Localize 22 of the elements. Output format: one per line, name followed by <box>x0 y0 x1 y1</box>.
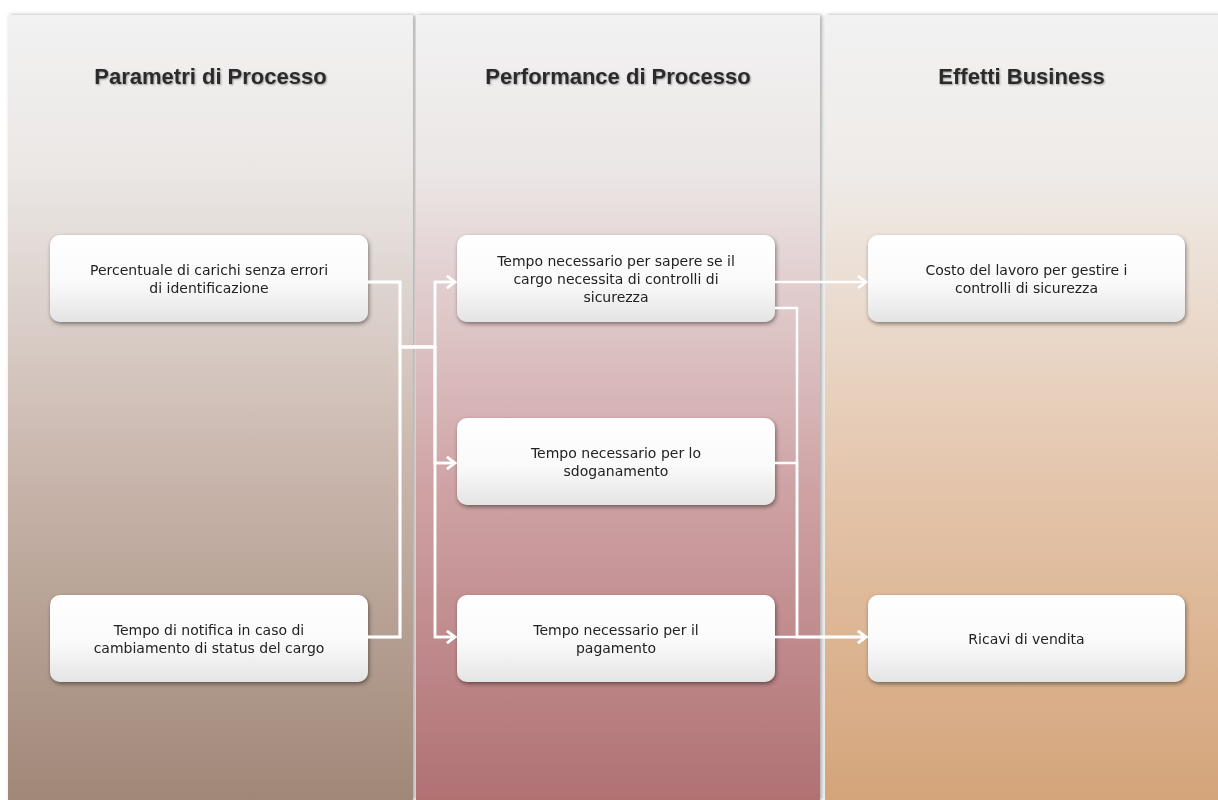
process-box <box>868 235 1185 322</box>
connector-arrow <box>775 274 868 290</box>
process-box <box>457 595 775 682</box>
box-text: Percentuale di carichi senza errori di identificazione <box>88 260 330 297</box>
process-box <box>868 595 1185 682</box>
connector-arrow <box>775 629 868 645</box>
box-text: Tempo di notifica in caso di cambiamento di status del cargo <box>92 620 326 657</box>
process-box <box>50 235 368 322</box>
box-text: Tempo necessario per lo sdoganamento <box>529 443 703 480</box>
box-text: Costo del lavoro per gestire i controlli di sicurezza <box>924 260 1129 297</box>
column-heading: Performance di Processo <box>484 63 752 91</box>
column-panel <box>825 15 1218 800</box>
process-box <box>50 595 368 682</box>
column-heading: Parametri di Processo <box>93 63 328 91</box>
process-box <box>457 235 775 322</box>
box-text: Tempo necessario per sapere se il cargo necessita di controlli di sicurezza <box>496 251 736 306</box>
process-box <box>457 418 775 505</box>
column-panel <box>416 15 820 800</box>
box-text: Ricavi di vendita <box>968 629 1085 648</box>
column-panel <box>8 15 413 800</box>
box-text: Tempo necessario per il pagamento <box>532 620 700 657</box>
column-heading: Effetti Business <box>937 63 1106 91</box>
